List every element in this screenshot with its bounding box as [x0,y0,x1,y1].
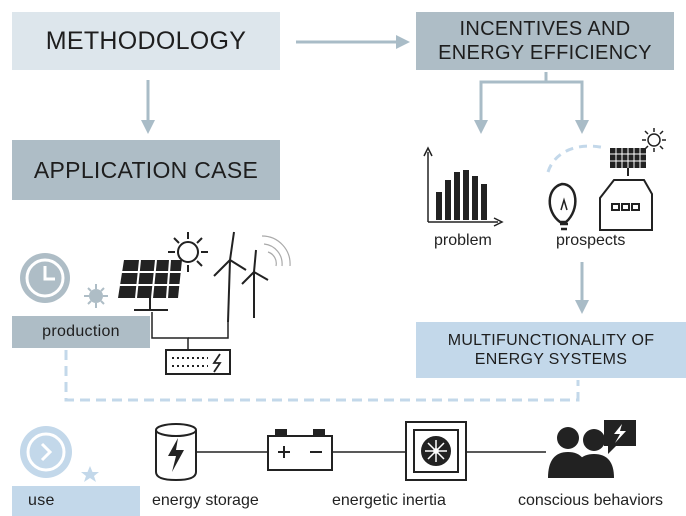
methodology-label: METHODOLOGY [45,26,247,55]
arrow-methodology-to-application [141,80,155,134]
house-icon [599,179,653,231]
clock-icon [20,253,70,303]
energy-storage-label: energy storage [152,492,259,509]
energetic-inertia-icon [405,421,467,481]
multifunctionality-box: MULTIFUNCTIONALITY OF ENERGY SYSTEMS [416,322,686,378]
use-box: use [12,486,140,516]
solar-panel-icon [118,259,182,311]
use-icon [20,426,99,482]
sun-icon [168,232,208,272]
production-label: production [42,323,120,340]
incentives-line1: INCENTIVES AND [459,18,631,40]
battery-icon [267,429,333,471]
production-box: production [12,316,150,348]
use-label: use [28,492,55,509]
arrow-incentives-to-problem-prospects [474,72,589,134]
incentives-line2: ENERGY EFFICIENCY [438,42,652,64]
application-case-label: APPLICATION CASE [33,156,259,183]
application-case-box: APPLICATION CASE [12,140,280,200]
people-icon [548,420,636,478]
prospects-label: prospects [556,232,626,249]
light-bulb-icon [548,182,577,231]
incentives-box: INCENTIVES AND ENERGY EFFICIENCY [416,12,674,70]
multifunctionality-line1: MULTIFUNCTIONALITY OF [447,331,655,349]
methodology-box: METHODOLOGY [12,12,280,70]
arrow-methodology-to-incentives [296,35,410,49]
problem-label: problem [434,232,492,249]
energy-storage-icon [155,423,197,482]
dashed-arc [546,144,606,173]
bar-chart-icon [423,146,504,227]
production-connectors [151,312,229,350]
wind-turbines-icon [213,231,291,323]
dashed-connector [64,350,580,402]
small-sun-icon [642,128,666,152]
production-sun-icon [84,284,108,308]
inverter-icon [165,349,231,375]
conscious-behaviors-label: conscious behaviors [518,492,663,509]
arrow-prospects-to-multifunctionality [575,262,589,314]
small-solar-panel-icon [610,148,646,176]
multifunctionality-line2: ENERGY SYSTEMS [474,351,628,368]
energetic-inertia-label: energetic inertia [332,492,446,509]
